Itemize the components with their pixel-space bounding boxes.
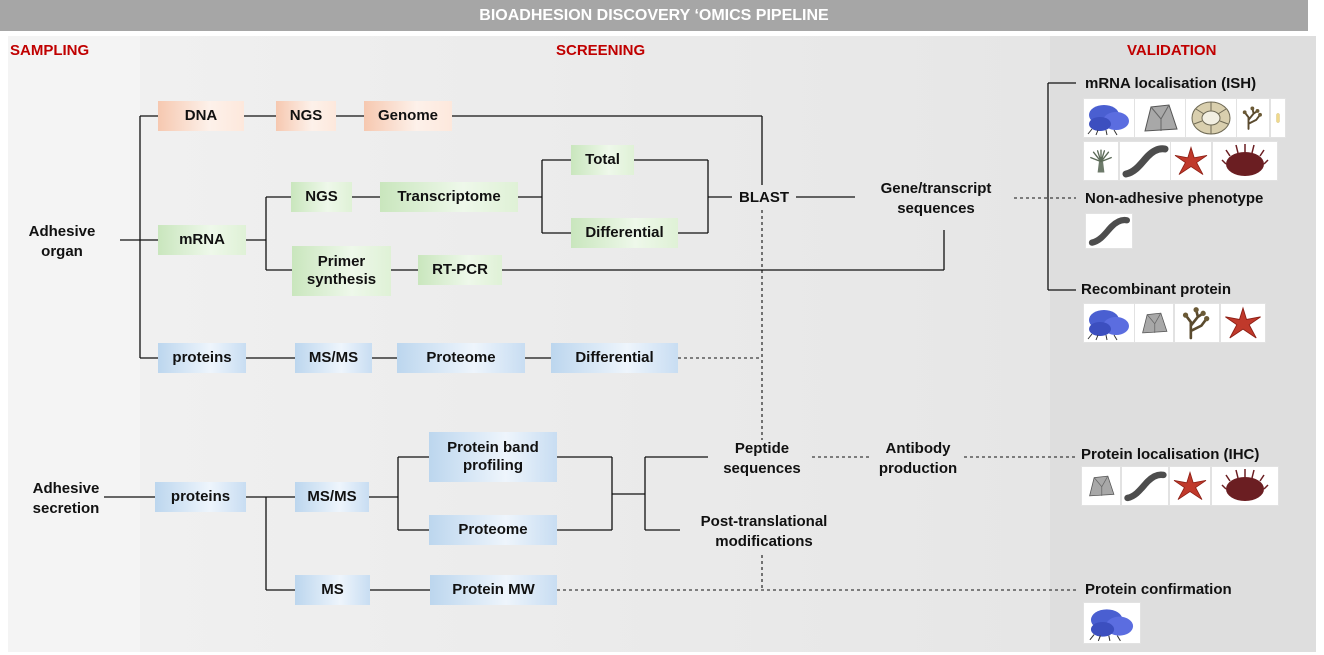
primer-synthesis-box: Primer synthesis xyxy=(292,246,391,296)
flatworm-icon xyxy=(1085,213,1133,249)
pipeline-banner: BIOADHESION DISCOVERY ‘OMICS PIPELINE xyxy=(0,0,1308,31)
mussel-icon xyxy=(1083,98,1135,138)
mussel-icon xyxy=(1083,602,1141,644)
mrna-box: mRNA xyxy=(158,225,246,255)
flatworm-icon xyxy=(1119,141,1171,181)
mrna-ngs-box: NGS xyxy=(291,182,352,212)
msms-secretion-box: MS/MS xyxy=(295,482,369,512)
proteins-secretion-box: proteins xyxy=(155,482,246,512)
genome-box: Genome xyxy=(364,101,452,131)
sea-urchin-icon xyxy=(1212,141,1278,181)
section-title-validation: VALIDATION xyxy=(1127,42,1217,59)
sea-anemone-icon xyxy=(1083,141,1119,181)
barnacle-icon xyxy=(1081,466,1121,506)
msms-organ-box: MS/MS xyxy=(295,343,372,373)
sampling-column xyxy=(8,36,140,652)
protein-localisation-ihc-label: Protein localisation (IHC) xyxy=(1081,446,1260,463)
validation-column xyxy=(1050,36,1316,652)
protein-confirmation-label: Protein confirmation xyxy=(1085,581,1232,598)
non-adhesive-phenotype-label: Non-adhesive phenotype xyxy=(1085,190,1264,207)
seaweed-icon xyxy=(1174,303,1220,343)
sea-star-icon xyxy=(1169,466,1211,506)
total-box: Total xyxy=(571,145,634,175)
section-title-sampling: SAMPLING xyxy=(10,42,90,59)
gene-transcript-sequences-label: Gene/transcript sequences xyxy=(880,180,992,217)
proteome-organ-box: Proteome xyxy=(397,343,525,373)
transcriptome-box: Transcriptome xyxy=(380,182,518,212)
sea-urchin-icon xyxy=(1211,466,1279,506)
differential-proteome-box: Differential xyxy=(551,343,678,373)
rt-pcr-box: RT-PCR xyxy=(418,255,502,285)
tubeworm-icon xyxy=(1270,98,1286,138)
flatworm-icon xyxy=(1121,466,1169,506)
differential-transcript-box: Differential xyxy=(571,218,678,248)
limpet-shell-icon xyxy=(1185,98,1237,138)
seaweed-icon xyxy=(1236,98,1270,138)
barnacle-icon xyxy=(1134,303,1174,343)
section-title-screening: SCREENING xyxy=(556,42,646,59)
protein-band-profiling-box: Protein band profiling xyxy=(429,432,557,482)
proteins-organ-box: proteins xyxy=(158,343,246,373)
post-translational-modifications-label: Post-translational modifications xyxy=(700,513,828,550)
blast-label: BLAST xyxy=(739,189,789,206)
sea-star-icon xyxy=(1170,141,1212,181)
peptide-sequences-label: Peptide sequences xyxy=(723,440,801,477)
dna-box: DNA xyxy=(158,101,244,131)
proteome-secretion-box: Proteome xyxy=(429,515,557,545)
mrna-localisation-ish-label: mRNA localisation (ISH) xyxy=(1085,75,1257,92)
recombinant-protein-label: Recombinant protein xyxy=(1081,281,1232,298)
adhesive-secretion-label: Adhesive secretion xyxy=(32,480,100,517)
barnacle-icon xyxy=(1134,98,1186,138)
sea-star-icon xyxy=(1220,303,1266,343)
antibody-production-label: Antibody production xyxy=(878,440,958,477)
dna-ngs-box: NGS xyxy=(276,101,336,131)
ms-box: MS xyxy=(295,575,370,605)
protein-mw-box: Protein MW xyxy=(430,575,557,605)
mussel-icon xyxy=(1083,303,1135,343)
adhesive-organ-label: Adhesive organ xyxy=(28,223,96,260)
